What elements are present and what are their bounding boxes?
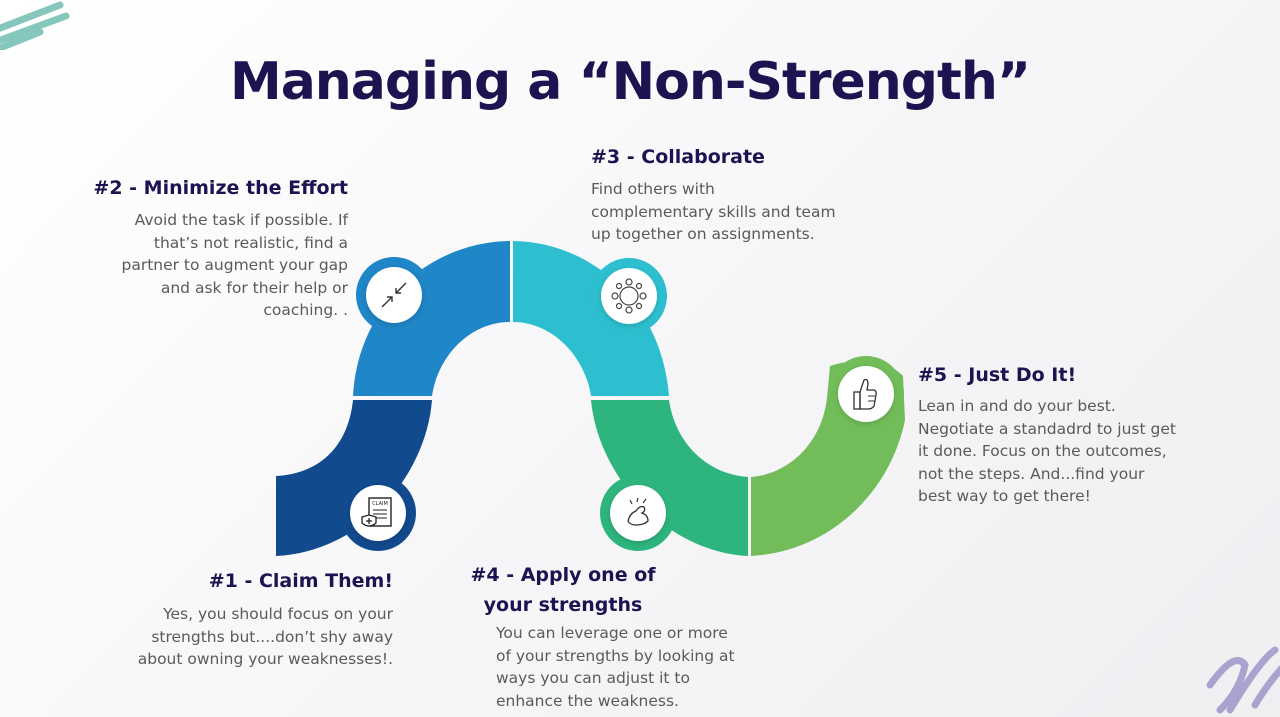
thumbs-up-icon <box>838 366 894 422</box>
step-5-body: Lean in and do your best. Negotiate a st… <box>918 395 1218 508</box>
step-4-body: You can leverage one or more of your str… <box>496 622 776 712</box>
step-4-heading: #4 - Apply one of your strengths <box>458 560 668 620</box>
step-2-body: Avoid the task if possible. If that’s no… <box>80 209 348 322</box>
claim-label: CLAIM <box>372 501 388 507</box>
step-1-heading: #1 - Claim Them! <box>150 566 393 596</box>
step-3-heading: #3 - Collaborate <box>591 142 891 172</box>
step-1-body: Yes, you should focus on your strengths … <box>110 603 393 671</box>
flexed-arm-icon <box>610 485 666 541</box>
step-3-body: Find others with complementary skills an… <box>591 178 881 246</box>
step-2-heading: #2 - Minimize the Effort <box>60 173 348 203</box>
step-5-heading: #5 - Just Do It! <box>918 360 1218 390</box>
minimize-arrows-icon <box>366 267 422 323</box>
collaboration-network-icon <box>601 268 657 324</box>
claim-document-icon: CLAIM <box>350 485 406 541</box>
